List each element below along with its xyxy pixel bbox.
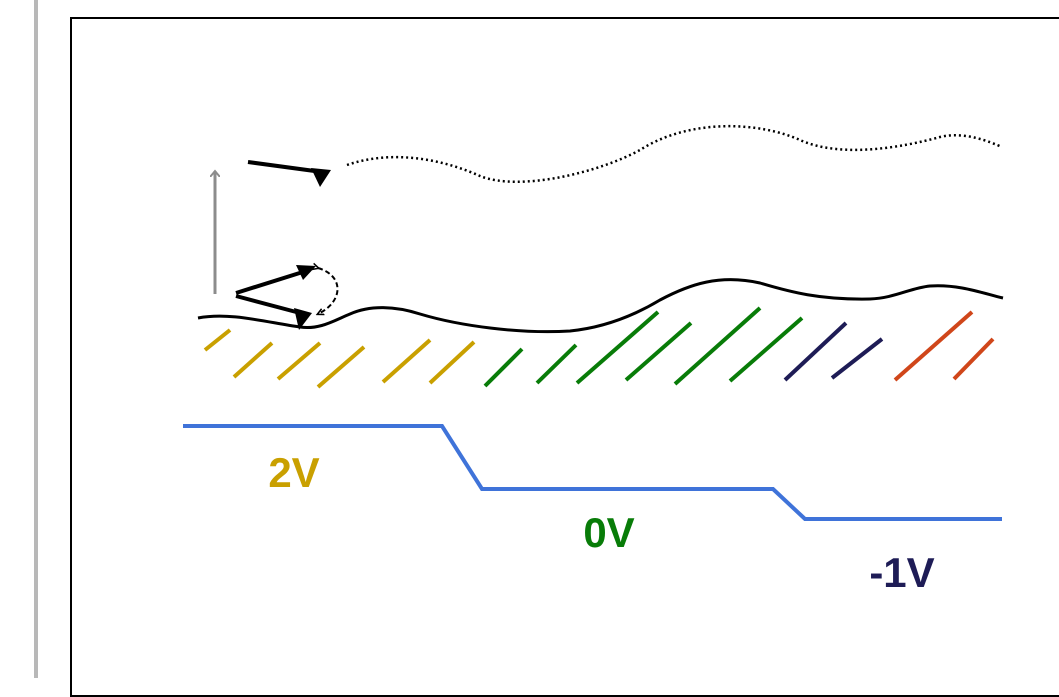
sample-surface — [197, 278, 1004, 334]
hatch-navy — [783, 321, 884, 382]
voltage-label-minus1v: -1V — [869, 549, 934, 596]
hatch-gold — [203, 328, 476, 389]
lifted-tip — [247, 160, 331, 187]
tapping-tip — [235, 265, 316, 330]
page-margin-rule — [34, 0, 38, 678]
hatch-green — [483, 306, 804, 388]
voltage-label-2v: 2V — [268, 449, 319, 496]
diagram-svg: 2V 0V -1V — [183, 125, 1004, 596]
lifted-trace-dotted — [346, 125, 1003, 183]
potential-step-line — [183, 424, 1002, 521]
voltage-label-0v: 0V — [583, 509, 634, 556]
oscillation-arrow — [318, 268, 339, 314]
hatch-orange — [893, 310, 995, 382]
